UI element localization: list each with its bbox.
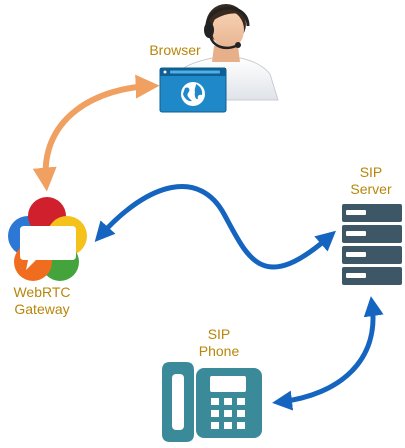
sip-server-label-line2: Server [350, 181, 392, 197]
sip-server-label: SIP Server [340, 164, 402, 198]
server-unit [342, 225, 402, 243]
desk-phone-icon [162, 362, 262, 442]
server-unit [342, 246, 402, 264]
sip-phone-label-line2: Phone [198, 343, 240, 359]
webrtc-gateway-label: WebRTC Gateway [4, 284, 80, 318]
sip-server-label-line1: SIP [359, 164, 383, 180]
sip-phone-label-line1: SIP [207, 326, 231, 342]
webrtc-gateway-label-line1: WebRTC [13, 284, 71, 300]
server-phone-link [272, 296, 384, 411]
webrtc-gateway-label-line2: Gateway [14, 301, 70, 317]
server-unit [342, 267, 402, 285]
browser-label: Browser [143, 42, 207, 59]
browser-window-globe-icon [159, 67, 227, 113]
server-unit [342, 204, 402, 222]
browser-label-text: Browser [149, 42, 201, 58]
gateway-server-link [94, 184, 337, 270]
sip-phone-label: SIP Phone [188, 326, 250, 360]
webrtc-logo-icon [8, 197, 87, 281]
browser-gateway-link [32, 74, 160, 192]
server-rack-icon [342, 204, 402, 285]
